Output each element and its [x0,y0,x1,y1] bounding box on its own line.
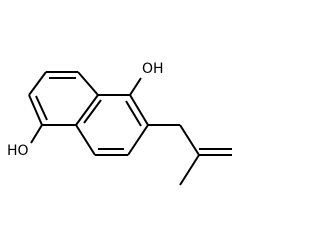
bond-c7-c6 [28,71,47,96]
background [0,0,250,250]
bond-c5-oh [30,124,43,144]
bond-c-methyl [179,154,200,186]
atom-label-oh-top: OH [142,61,164,77]
bond-c4a-c8a-double [83,99,102,124]
bond-c1-c2 [129,94,149,126]
bond-c8a-c8 [77,71,99,96]
bond-c4-c4a [75,124,96,156]
bond-c1-c2-double [125,100,142,127]
atom-label-ho-left: HO [7,143,29,159]
bond-c4a-c8a [75,94,99,126]
bond-c6-c5 [28,94,43,126]
bond-c6-c5-double [35,95,48,121]
bond-c1-oh [129,77,142,96]
bond-ch2-c [179,124,200,156]
molecule-structure: OH HO [0,0,250,250]
bond-c2-c3 [127,124,149,156]
